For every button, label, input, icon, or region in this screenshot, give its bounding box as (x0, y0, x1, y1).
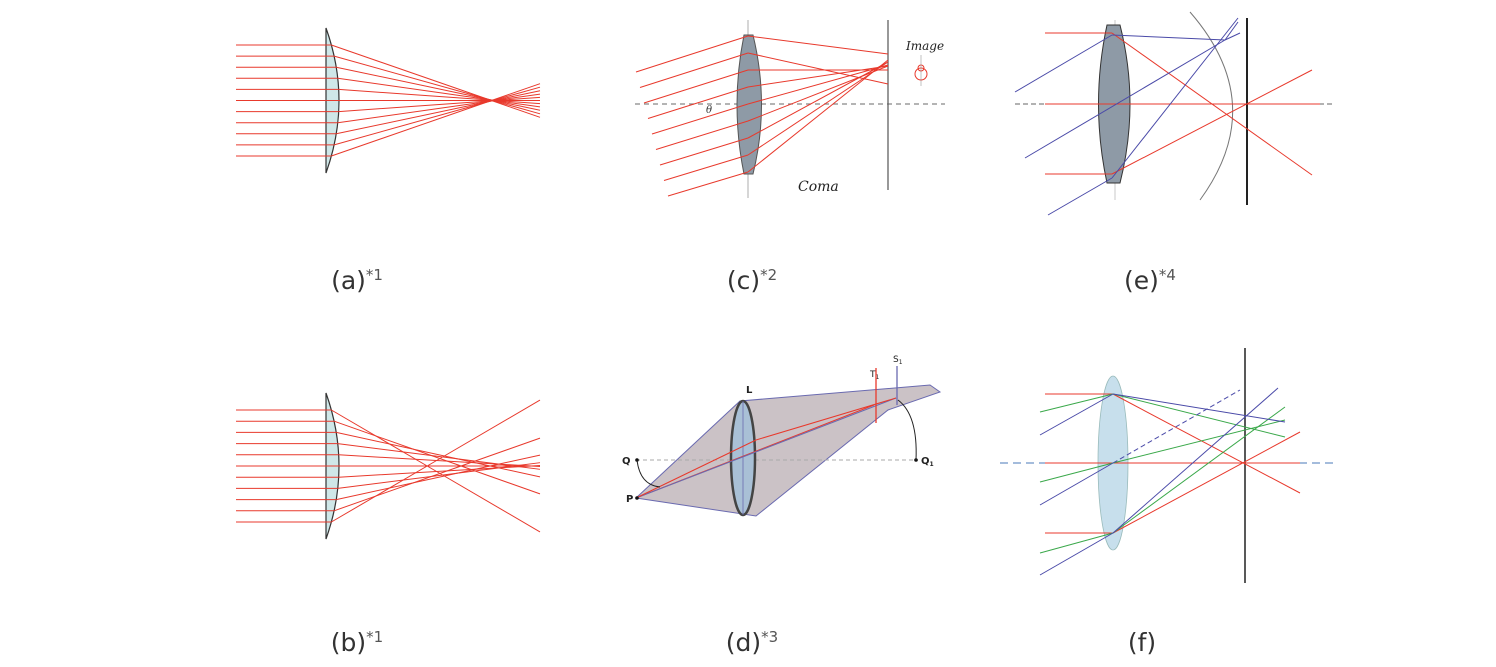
ray (336, 454, 541, 501)
ray (747, 61, 889, 156)
ray (635, 35, 749, 73)
ray (331, 399, 541, 523)
ray (659, 137, 749, 166)
theta-label: θ (706, 105, 712, 116)
ray (1024, 39, 1226, 159)
ray (1112, 431, 1301, 534)
caption-e: (e)*4 (1124, 266, 1176, 295)
ray (1112, 393, 1301, 494)
ray (333, 420, 541, 495)
panel-a-spherical-focused (236, 27, 541, 174)
ray (747, 35, 889, 55)
ray (1112, 419, 1286, 464)
q1-label: Q1 (921, 456, 934, 468)
q-label: Q (622, 456, 631, 467)
ray (1039, 462, 1114, 483)
ray (338, 88, 541, 105)
ray (635, 439, 757, 499)
lens-label: L (746, 385, 753, 396)
ray (1224, 32, 1241, 41)
ray (1039, 532, 1114, 576)
ray (747, 59, 889, 173)
p-label: P (626, 494, 633, 505)
ray (1224, 21, 1239, 41)
ray (1112, 387, 1279, 534)
rotation-arrow (636, 459, 661, 488)
ray (338, 465, 541, 478)
ray (747, 65, 889, 88)
rotation-arrow (897, 399, 917, 461)
ray (1014, 34, 1113, 93)
ray (1111, 34, 1226, 41)
ray (1112, 406, 1286, 534)
sagittal-label: S1 (893, 355, 903, 366)
ray (635, 397, 897, 499)
tangential-label: T1 (869, 370, 880, 381)
ray (333, 437, 541, 512)
light-cone (634, 384, 942, 517)
ray (336, 90, 541, 135)
ray (331, 409, 541, 533)
caption-c: (c)*2 (726, 266, 778, 295)
ray (747, 65, 889, 122)
coma-label: Coma (798, 179, 839, 195)
ray (747, 64, 889, 105)
ray (331, 83, 541, 157)
ray (336, 431, 541, 478)
image-label: Image (905, 39, 944, 53)
ray (1111, 69, 1313, 175)
ray (1039, 393, 1114, 413)
point-p (635, 496, 639, 500)
ray (651, 103, 749, 135)
ray (1039, 393, 1114, 436)
caption-a: (a)*1 (331, 266, 383, 295)
ray (1112, 389, 1241, 464)
panel-c-coma: Image Coma θ (635, 20, 945, 198)
caption-d: (d)*3 (725, 628, 779, 657)
ray (747, 61, 889, 139)
ray (639, 52, 749, 88)
ray (336, 66, 541, 111)
caption-f: (f) (1127, 628, 1157, 657)
ray (331, 44, 541, 118)
ray (1039, 532, 1114, 554)
ray (337, 462, 541, 489)
ray (663, 154, 749, 181)
ray (1112, 393, 1286, 423)
ray (643, 69, 749, 104)
ray (1047, 177, 1113, 216)
panel-e-field-curvature (1014, 11, 1335, 216)
curved-focal-surface (1189, 11, 1234, 201)
ray (755, 397, 897, 441)
ray (667, 171, 749, 197)
panel-d-astigmatism: L T1 S1 Q Q1 P (622, 355, 942, 517)
panel-b-spherical-aberration (236, 392, 541, 540)
ray (1039, 462, 1114, 506)
ray (655, 120, 749, 150)
ray (1112, 393, 1286, 438)
ray (1111, 17, 1239, 179)
ray (747, 52, 889, 85)
panel-f-chromatic-aberration (1000, 348, 1335, 583)
caption-b: (b)*1 (330, 628, 384, 657)
ray (338, 96, 541, 113)
ray (647, 86, 749, 119)
